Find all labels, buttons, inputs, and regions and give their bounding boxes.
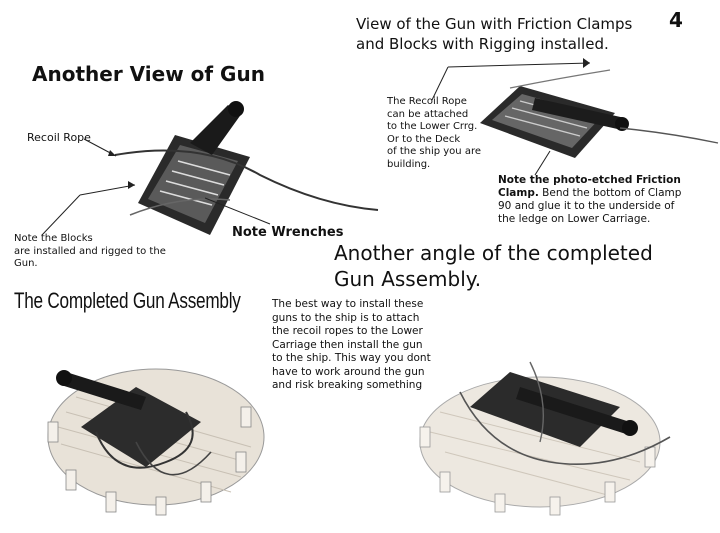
install-note-line5: to the ship. This way you dont [272,352,431,364]
gun-top-view-photo [114,101,379,235]
blocks-pointer [41,181,136,236]
another-view-title: Another View of Gun [32,62,265,86]
install-note: The best way to install these guns to th… [272,298,431,393]
recoil-rope-label: Recoil Rope [27,131,91,144]
friction-clamp-note: Note the photo-etched Friction Clamp. Be… [498,174,681,226]
recoil-note-line3: to the Lower Crrg. [387,121,478,132]
install-note-line7: and risk breaking something [272,379,423,391]
install-note-line4: Carriage then install the gun [272,338,423,351]
page-number: 4 [669,8,683,32]
recoil-rope-pointer [83,138,117,157]
another-angle-caption: Another angle of the completed Gun Assem… [334,240,653,292]
wrenches-pointer [204,197,271,225]
top-caption-line1: View of the Gun with Friction Clamps [356,15,633,33]
note-wrenches-label: Note Wrenches [232,225,344,240]
top-rope-pointer [431,58,591,101]
recoil-note-line5: of the ship you are [387,146,481,157]
install-note-line3: the recoil ropes to the Lower [272,325,423,337]
clamp-note-bold-line1: Note the photo-etched Friction [498,174,681,186]
clamp-note-bold-line2: Clamp. [498,187,539,199]
blocks-note: Note the Blocks are installed and rigged… [14,233,166,271]
clamp-note-line4: the ledge on Lower Carriage. [498,213,651,225]
blocks-note-line3: Gun. [14,258,38,269]
install-note-line1: The best way to install these [272,298,424,310]
install-note-line6: have to work around the gun [272,365,425,378]
install-note-line2: guns to the ship is to attach [272,311,420,324]
clamp-note-line3: 90 and glue it to the underside of [498,200,675,212]
clamp-pointer [534,150,551,176]
completed-assembly-photo-right [419,361,671,516]
another-angle-line1: Another angle of the completed [334,241,653,265]
top-caption: View of the Gun with Friction Clamps and… [356,14,656,54]
recoil-note-line4: Or to the Deck [387,133,461,145]
recoil-note-line1: The Recoil Rope [387,96,467,107]
another-angle-line2: Gun Assembly. [334,267,482,291]
clamp-note-line2-rest: Bend the bottom of Clamp [538,187,682,199]
recoil-note-line6: building. [387,158,431,170]
blocks-note-line1: Note the Blocks [14,233,93,244]
top-caption-line2: and Blocks with Rigging installed. [356,35,609,53]
completed-assembly-photo-left [47,368,265,516]
recoil-note-line2: can be attached [387,108,469,120]
recoil-rope-note: The Recoil Rope can be attached to the L… [387,96,481,171]
blocks-note-line2: are installed and rigged to the [14,245,166,257]
completed-assembly-title: The Completed Gun Assembly [14,288,241,313]
gun-friction-clamps-photo [480,69,719,158]
